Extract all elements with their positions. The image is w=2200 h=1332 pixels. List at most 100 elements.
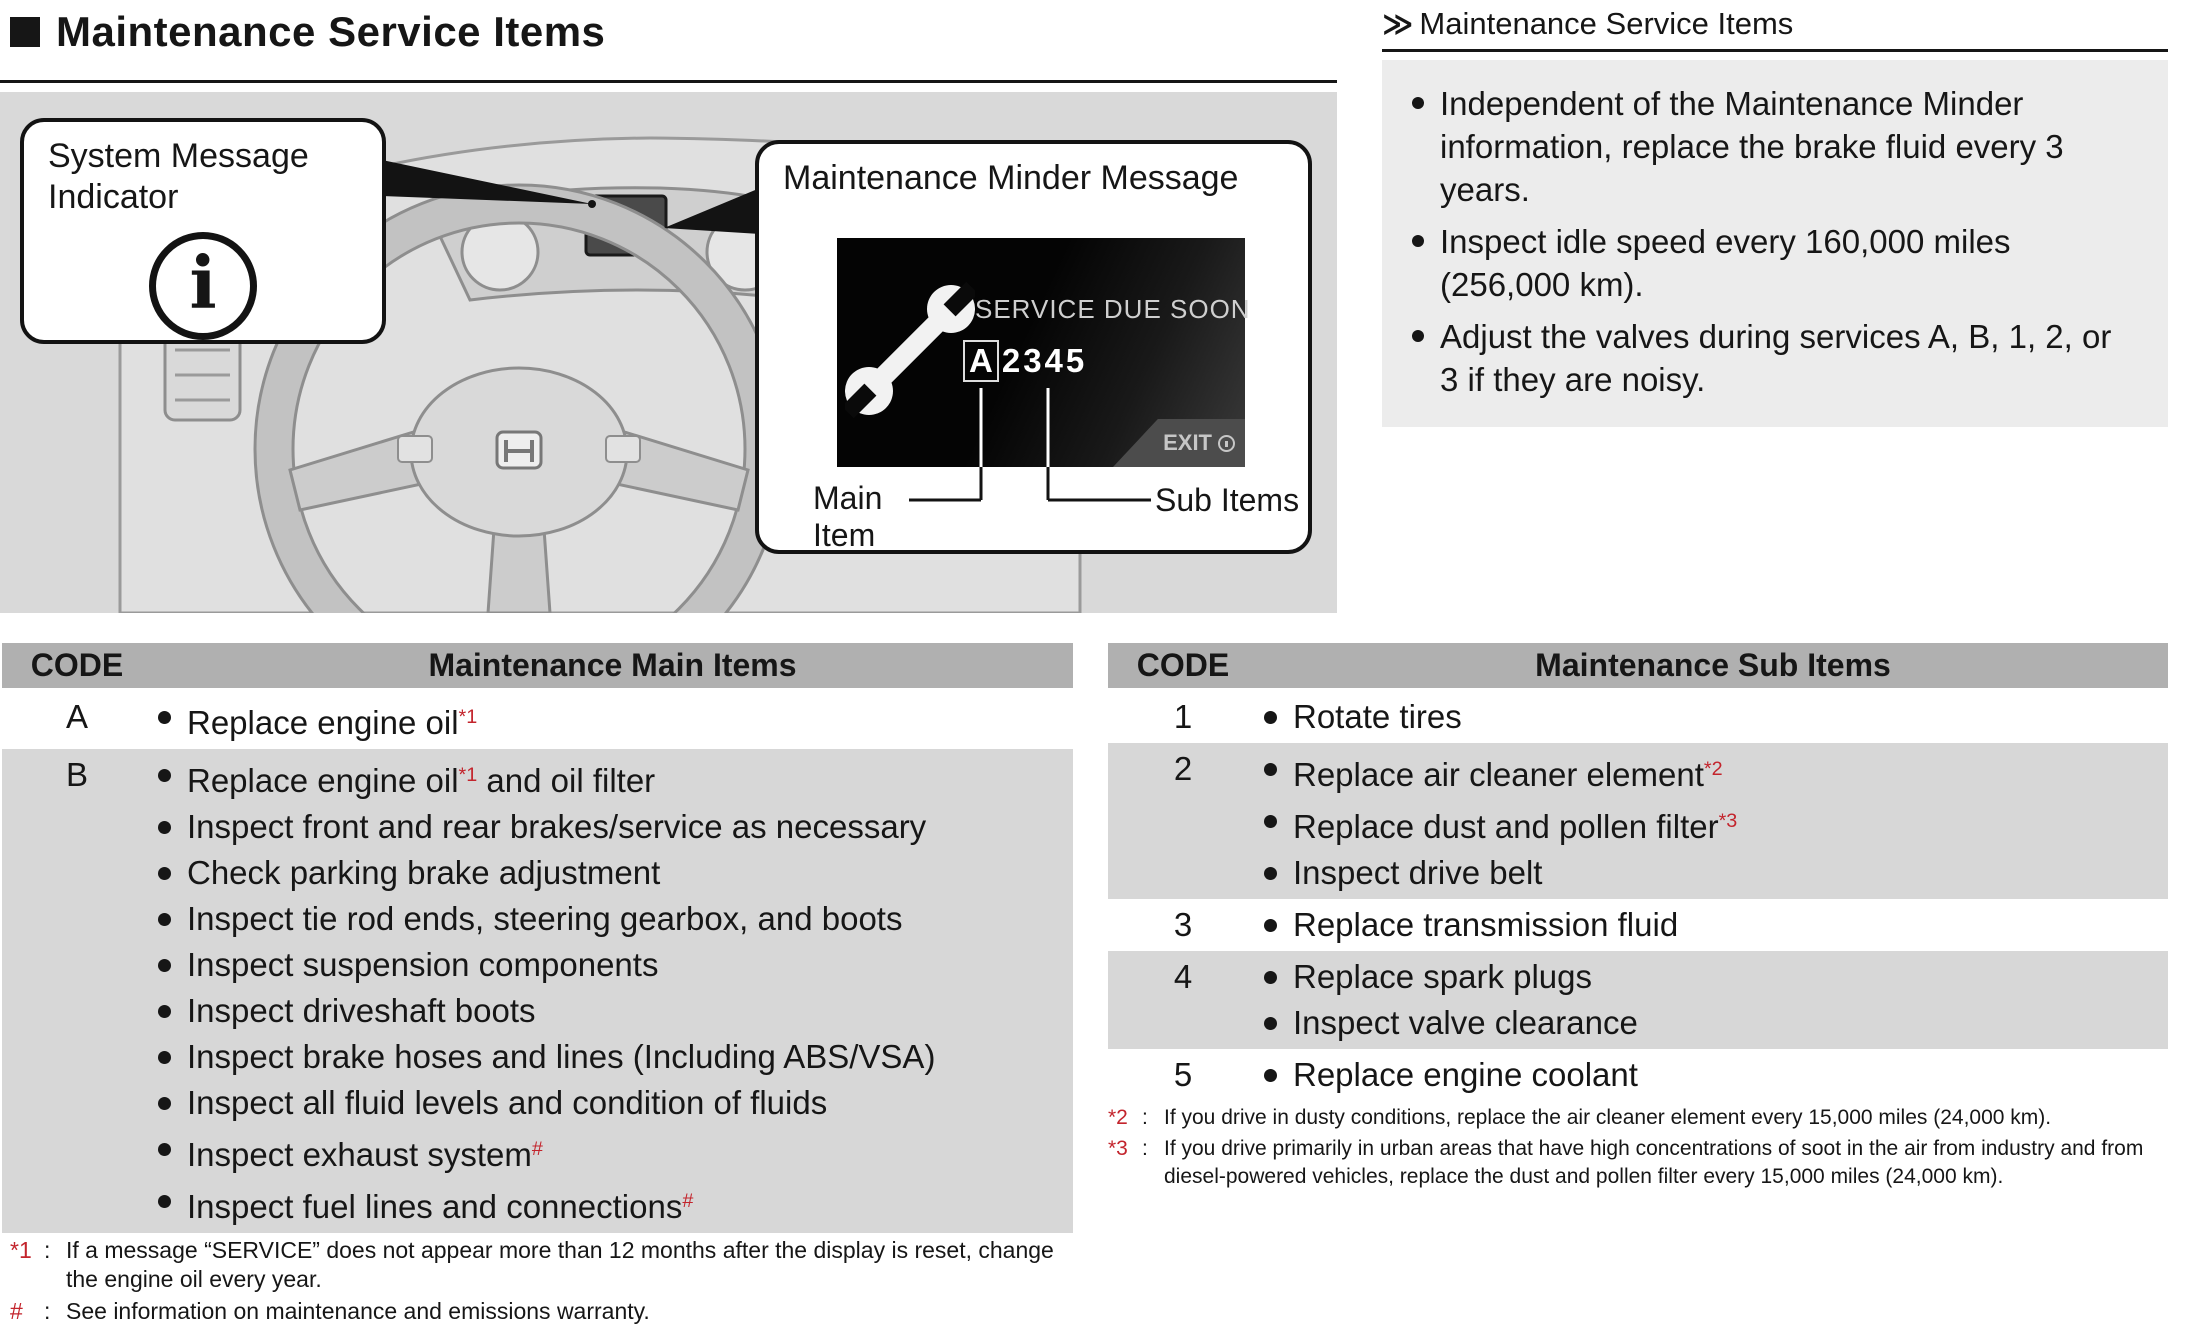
maintenance-item: Rotate tires	[1258, 694, 2158, 740]
maintenance-item: Inspect tie rod ends, steering gearbox, …	[152, 896, 1063, 942]
main-item-label: Main Item	[813, 480, 883, 553]
footnote-colon: :	[1142, 1137, 1148, 1160]
sidebar-note: Inspect idle speed every 160,000 miles (…	[1410, 220, 2126, 306]
maintenance-item: Inspect brake hoses and lines (Including…	[152, 1034, 1063, 1080]
minder-callout-pointer	[664, 188, 760, 234]
bullet-icon	[158, 1050, 171, 1064]
row-code: B	[65, 755, 88, 793]
bullet-icon	[1264, 711, 1277, 724]
item-text: Replace spark plugs	[1293, 957, 1592, 995]
bullet-icon	[1264, 866, 1277, 880]
footnote-ref: *1	[458, 706, 478, 728]
row-items: Replace transmission fluid	[1258, 902, 2168, 948]
bullet-icon	[1264, 1068, 1277, 1082]
maintenance-item: Replace transmission fluid	[1258, 902, 2158, 948]
maintenance-item: Replace dust and pollen filter*3	[1258, 798, 2158, 850]
bullet-icon	[158, 711, 171, 724]
bullet-icon	[1264, 970, 1277, 984]
heading-rule	[0, 80, 1337, 83]
bullet-icon	[158, 1142, 171, 1156]
footnote-text: If a message “SERVICE” does not appear m…	[66, 1237, 1054, 1292]
bullet-icon	[158, 912, 171, 926]
bullet-icon	[158, 866, 171, 880]
item-text: Replace engine coolant	[1293, 1055, 1638, 1093]
main-items-table: CODE Maintenance Main Items A Replace eng…	[2, 643, 1073, 1233]
page-heading: Maintenance Service Items	[10, 8, 605, 56]
maintenance-item: Inspect drive belt	[1258, 850, 2158, 896]
row-code: A	[65, 698, 88, 735]
item-text: Inspect exhaust system#	[187, 1135, 543, 1173]
system-message-callout: System Message Indicator i	[20, 118, 386, 344]
maintenance-item: Inspect driveshaft boots	[152, 988, 1063, 1034]
bullet-icon	[158, 958, 171, 972]
code-header: CODE	[30, 647, 124, 683]
reference-sidebar: ≫ Maintenance Service Items Independent …	[1382, 6, 2168, 427]
item-text: Replace transmission fluid	[1293, 905, 1679, 943]
footnote-ref: #	[531, 1137, 543, 1160]
maintenance-item: Inspect suspension components	[152, 942, 1063, 988]
main-table-header: CODE Maintenance Main Items	[2, 643, 1073, 691]
minder-label: Maintenance Minder Message	[783, 159, 1239, 197]
row-items: Rotate tires	[1258, 694, 2168, 740]
section-marker-icon: ≫	[1382, 7, 1414, 41]
bullet-icon	[1412, 97, 1424, 109]
footnote-marker: *2	[1108, 1106, 1128, 1129]
footnote: *1: If a message “SERVICE” does not appea…	[10, 1236, 1070, 1294]
maintenance-item: Replace air cleaner element*2	[1258, 746, 2158, 798]
info-glyph: i	[189, 239, 217, 325]
item-text: Inspect suspension components	[187, 945, 659, 983]
items-header: Maintenance Sub Items	[1535, 647, 1891, 683]
bullet-icon	[1412, 330, 1424, 342]
sidebar-rule	[1382, 49, 2168, 52]
footnote-colon: :	[44, 1237, 51, 1263]
maintenance-item: Replace engine coolant	[1258, 1052, 2158, 1098]
maintenance-item: Inspect front and rear brakes/service as…	[152, 804, 1063, 850]
system-message-label: System Message Indicator	[48, 137, 309, 216]
maintenance-item: Replace engine oil*1	[152, 694, 1063, 746]
screen-status-text: SERVICE DUE SOON	[975, 294, 1251, 324]
footnote-colon: :	[1142, 1106, 1148, 1129]
item-text: Replace air cleaner element*2	[1293, 755, 1723, 793]
maintenance-item: Inspect all fluid levels and condition o…	[152, 1080, 1063, 1126]
sidebar-note: Independent of the Maintenance Minder in…	[1410, 82, 2126, 211]
exit-info-icon	[1218, 434, 1235, 452]
item-text: Inspect front and rear brakes/service as…	[187, 807, 927, 845]
item-text: Inspect valve clearance	[1293, 1003, 1638, 1041]
maintenance-item: Replace spark plugs	[1258, 954, 2158, 1000]
footnote-text: See information on maintenance and emiss…	[66, 1298, 650, 1324]
item-text: Inspect all fluid levels and condition o…	[187, 1083, 828, 1121]
items-header: Maintenance Main Items	[428, 647, 797, 683]
maintenance-item: Replace engine oil*1 and oil filter	[152, 752, 1063, 804]
sub-items-label: Sub Items	[1155, 482, 1300, 518]
item-text: Rotate tires	[1293, 698, 1462, 735]
footnote-marker: *1	[10, 1237, 32, 1263]
bullet-icon	[1264, 814, 1277, 828]
bullet-icon	[158, 820, 171, 834]
row-items: Replace engine coolant	[1258, 1052, 2168, 1098]
item-text: Inspect brake hoses and lines (Including…	[187, 1037, 936, 1075]
footnote-marker: #	[10, 1298, 23, 1324]
row-items: Replace engine oil*1	[152, 694, 1073, 746]
item-text: Check parking brake adjustment	[187, 853, 661, 891]
system-callout-pointer	[382, 160, 592, 204]
maintenance-item: Check parking brake adjustment	[152, 850, 1063, 896]
row-code: 2	[1173, 750, 1193, 787]
bullet-icon	[1264, 1016, 1277, 1030]
bullet-icon	[1264, 918, 1277, 932]
pointer-dot	[588, 200, 596, 208]
footnote-text: If you drive in dusty conditions, replac…	[1164, 1106, 2052, 1129]
bullet-icon	[158, 1194, 171, 1208]
item-text: Inspect driveshaft boots	[187, 991, 536, 1029]
note-text: Independent of the Maintenance Minder in…	[1440, 85, 2064, 208]
item-text: Replace dust and pollen filter*3	[1293, 807, 1738, 845]
maintenance-item: Inspect exhaust system#	[152, 1126, 1063, 1178]
bullet-icon	[158, 768, 171, 782]
